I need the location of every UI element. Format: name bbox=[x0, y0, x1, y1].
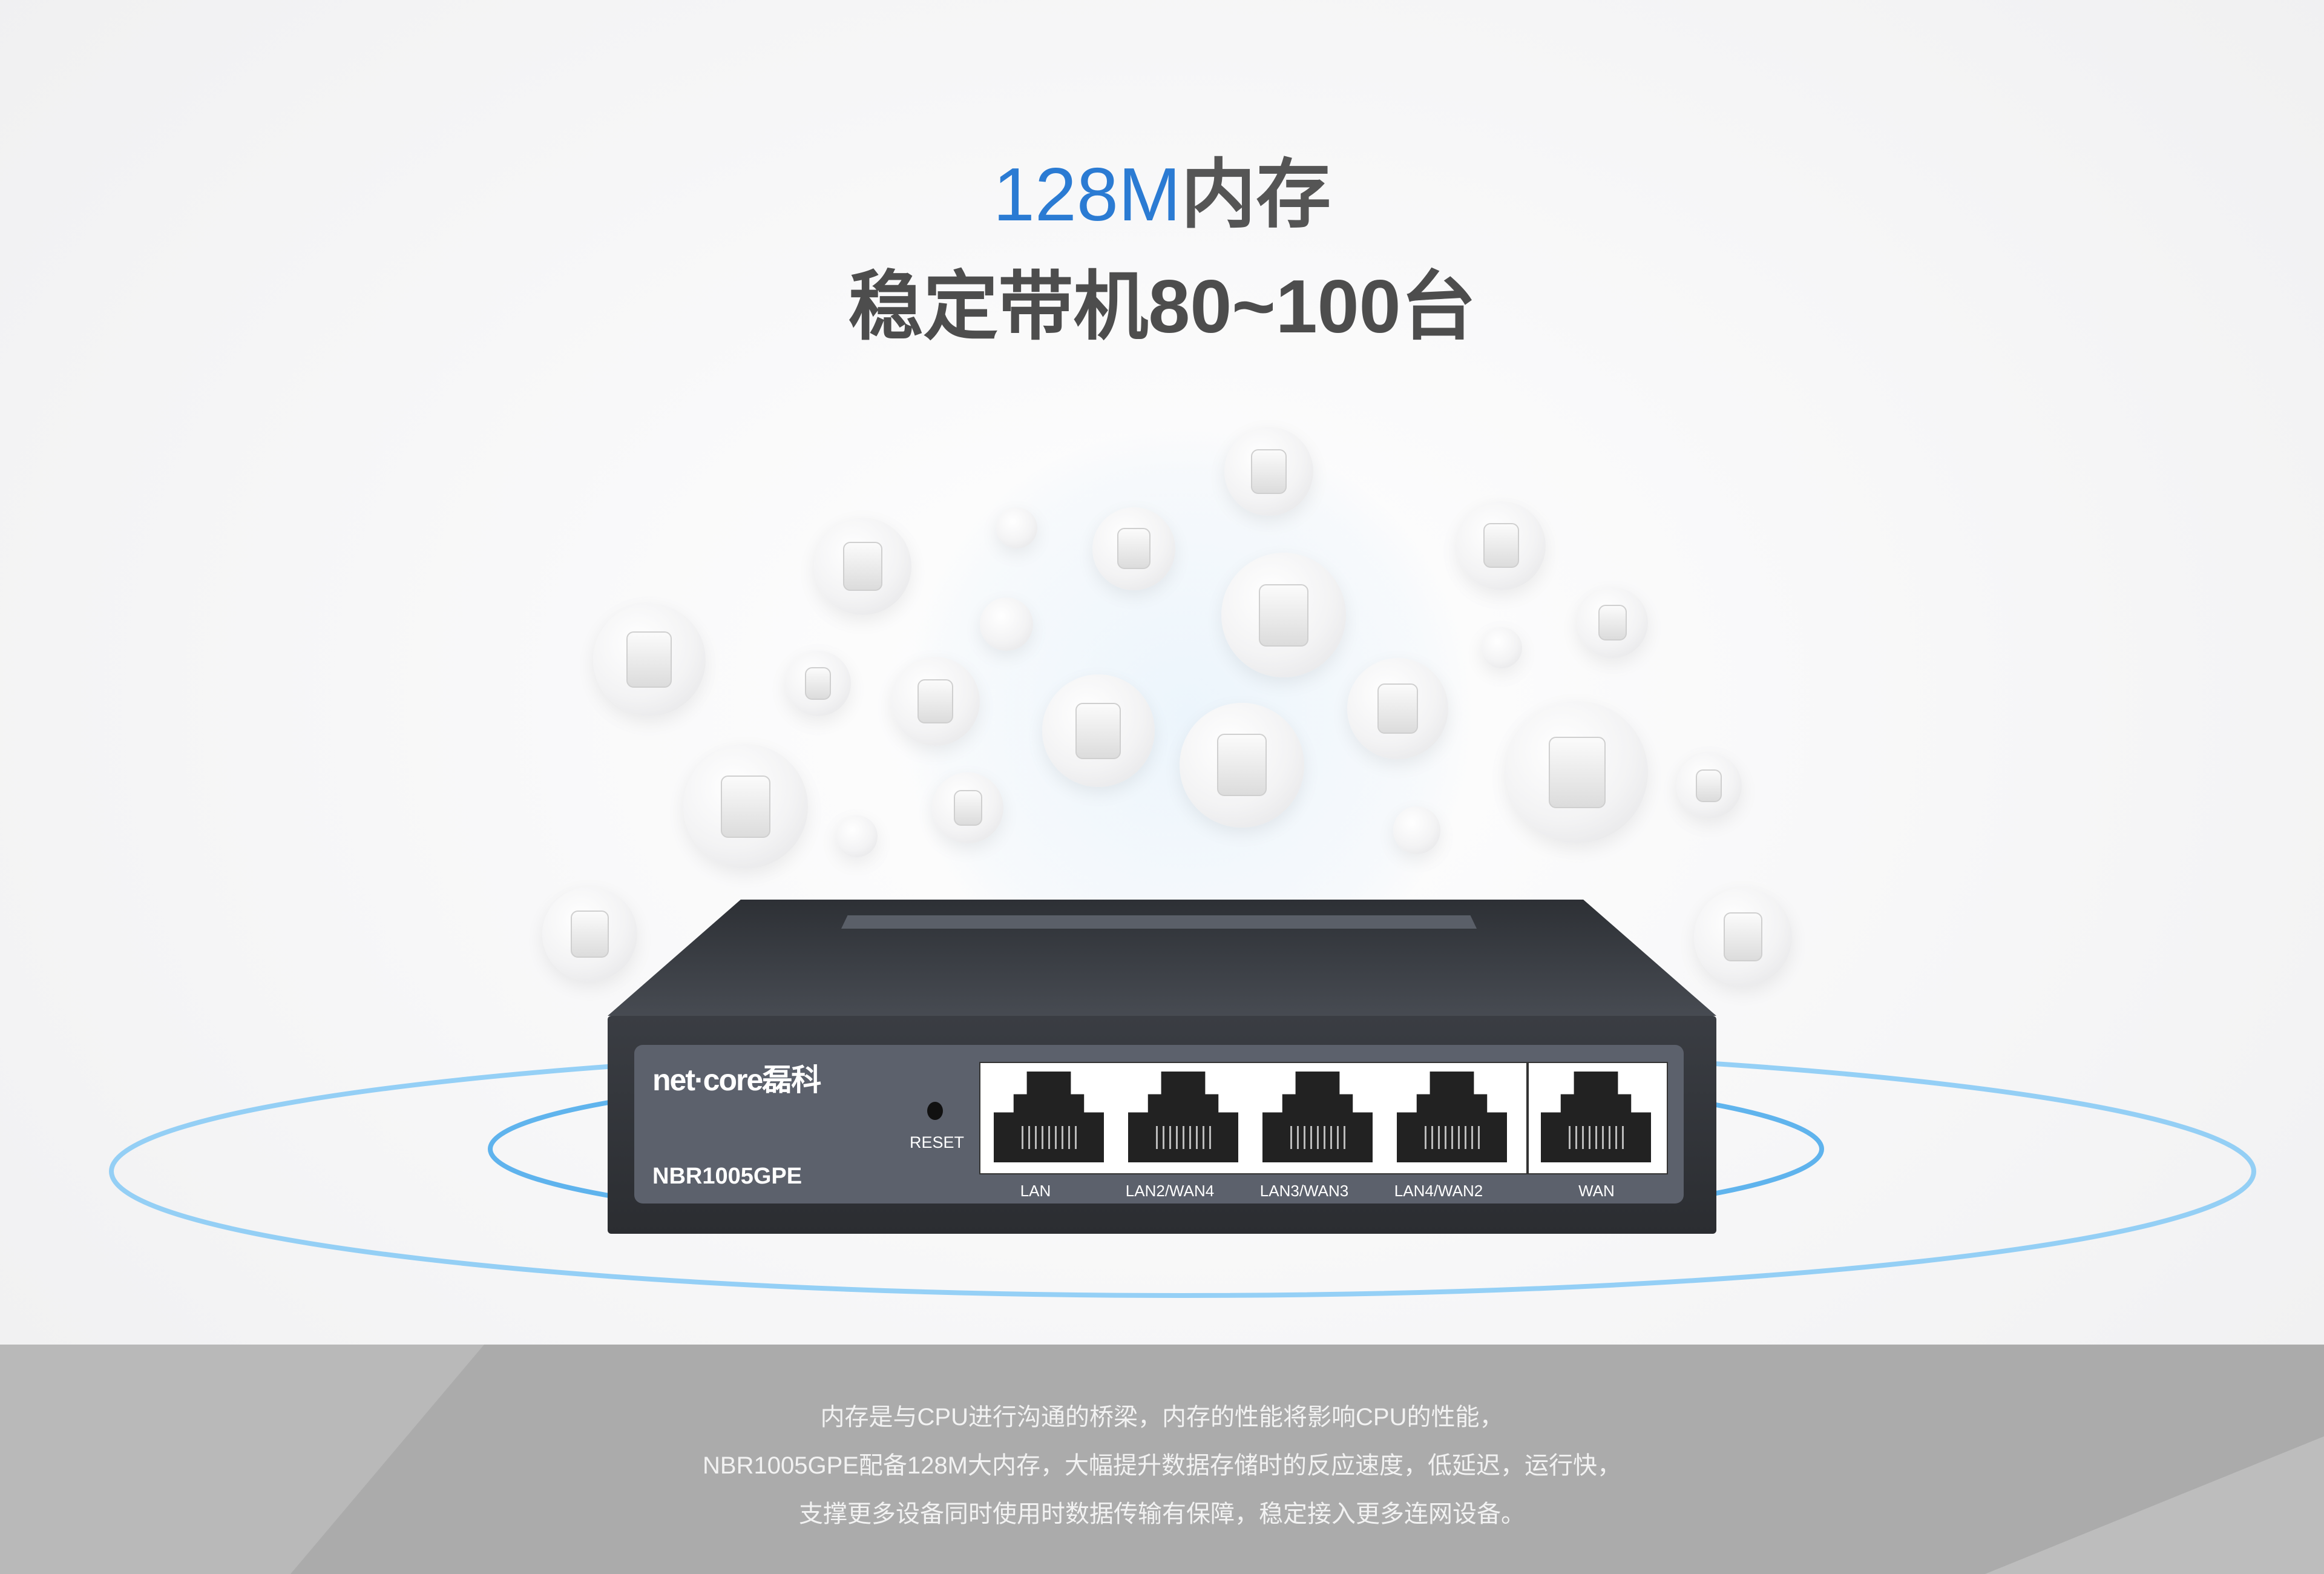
smart-device-icon bbox=[1224, 427, 1313, 516]
ethernet-port-icon bbox=[1262, 1072, 1373, 1162]
smart-device-icon bbox=[1506, 701, 1649, 844]
ethernet-port-icon bbox=[1128, 1072, 1238, 1162]
smart-device-icon bbox=[1676, 753, 1742, 818]
reset-label: RESET bbox=[910, 1133, 965, 1151]
led-indicator-strip bbox=[841, 915, 1477, 929]
smart-device-icon bbox=[1092, 507, 1176, 590]
port-label: LAN2/WAN4 bbox=[1125, 1182, 1215, 1200]
smart-device-icon bbox=[785, 651, 851, 716]
smart-device-icon bbox=[1042, 674, 1155, 788]
smart-device-icon bbox=[1694, 887, 1792, 986]
ethernet-port-icon bbox=[994, 1072, 1104, 1162]
brand-logo: net·core磊科 bbox=[652, 1063, 821, 1097]
smart-device-icon bbox=[979, 597, 1033, 651]
smart-device-icon bbox=[813, 517, 912, 616]
headline-highlight: 128M bbox=[993, 153, 1181, 237]
smart-device-icon bbox=[1180, 702, 1305, 828]
smart-device-icon bbox=[890, 656, 980, 746]
smart-device-icon bbox=[1577, 587, 1649, 659]
ethernet-port-icon bbox=[1541, 1072, 1651, 1162]
headline-rest: 内存 bbox=[1181, 153, 1331, 237]
lan-port-group bbox=[979, 1062, 1528, 1174]
reset-button bbox=[927, 1102, 943, 1120]
port-label: LAN3/WAN3 bbox=[1259, 1182, 1349, 1200]
smart-device-icon bbox=[1457, 501, 1546, 590]
ethernet-port-icon bbox=[1397, 1072, 1507, 1162]
headline: 128M内存 bbox=[0, 133, 2324, 242]
description-band bbox=[0, 1345, 2324, 1574]
port-label: LAN bbox=[1020, 1182, 1051, 1200]
smart-device-icon bbox=[1347, 658, 1448, 759]
smart-device-icon bbox=[592, 603, 706, 716]
smart-device-icon bbox=[996, 507, 1038, 549]
smart-device-icon bbox=[1221, 553, 1346, 678]
description-line: NBR1005GPE配备128M大内存，大幅提升数据存储时的反应速度，低延迟，运… bbox=[703, 1452, 1621, 1479]
smart-device-icon bbox=[932, 772, 1003, 844]
smart-device-icon bbox=[542, 886, 638, 982]
wan-port-group bbox=[1528, 1062, 1668, 1174]
description-line: 内存是与CPU进行沟通的桥梁，内存的性能将影响CPU的性能， bbox=[820, 1404, 1504, 1431]
smart-device-icon bbox=[683, 744, 808, 869]
description-line: 支撑更多设备同时使用时数据传输有保障，稳定接入更多连网设备。 bbox=[799, 1501, 1525, 1527]
front-panel: net·core磊科 NBR1005GPE RESET LAN LAN2/WAN… bbox=[634, 1045, 1684, 1204]
model-label: NBR1005GPE bbox=[652, 1164, 803, 1189]
subtitle: 稳定带机80~100台 bbox=[848, 265, 1476, 349]
router-front: net·core磊科 NBR1005GPE RESET LAN LAN2/WAN… bbox=[608, 1016, 1716, 1234]
port-label: WAN bbox=[1578, 1182, 1615, 1200]
smart-device-icon bbox=[1480, 627, 1523, 669]
port-label: LAN4/WAN2 bbox=[1394, 1182, 1483, 1200]
smart-device-icon bbox=[1393, 806, 1441, 854]
smart-device-icon bbox=[836, 815, 878, 857]
